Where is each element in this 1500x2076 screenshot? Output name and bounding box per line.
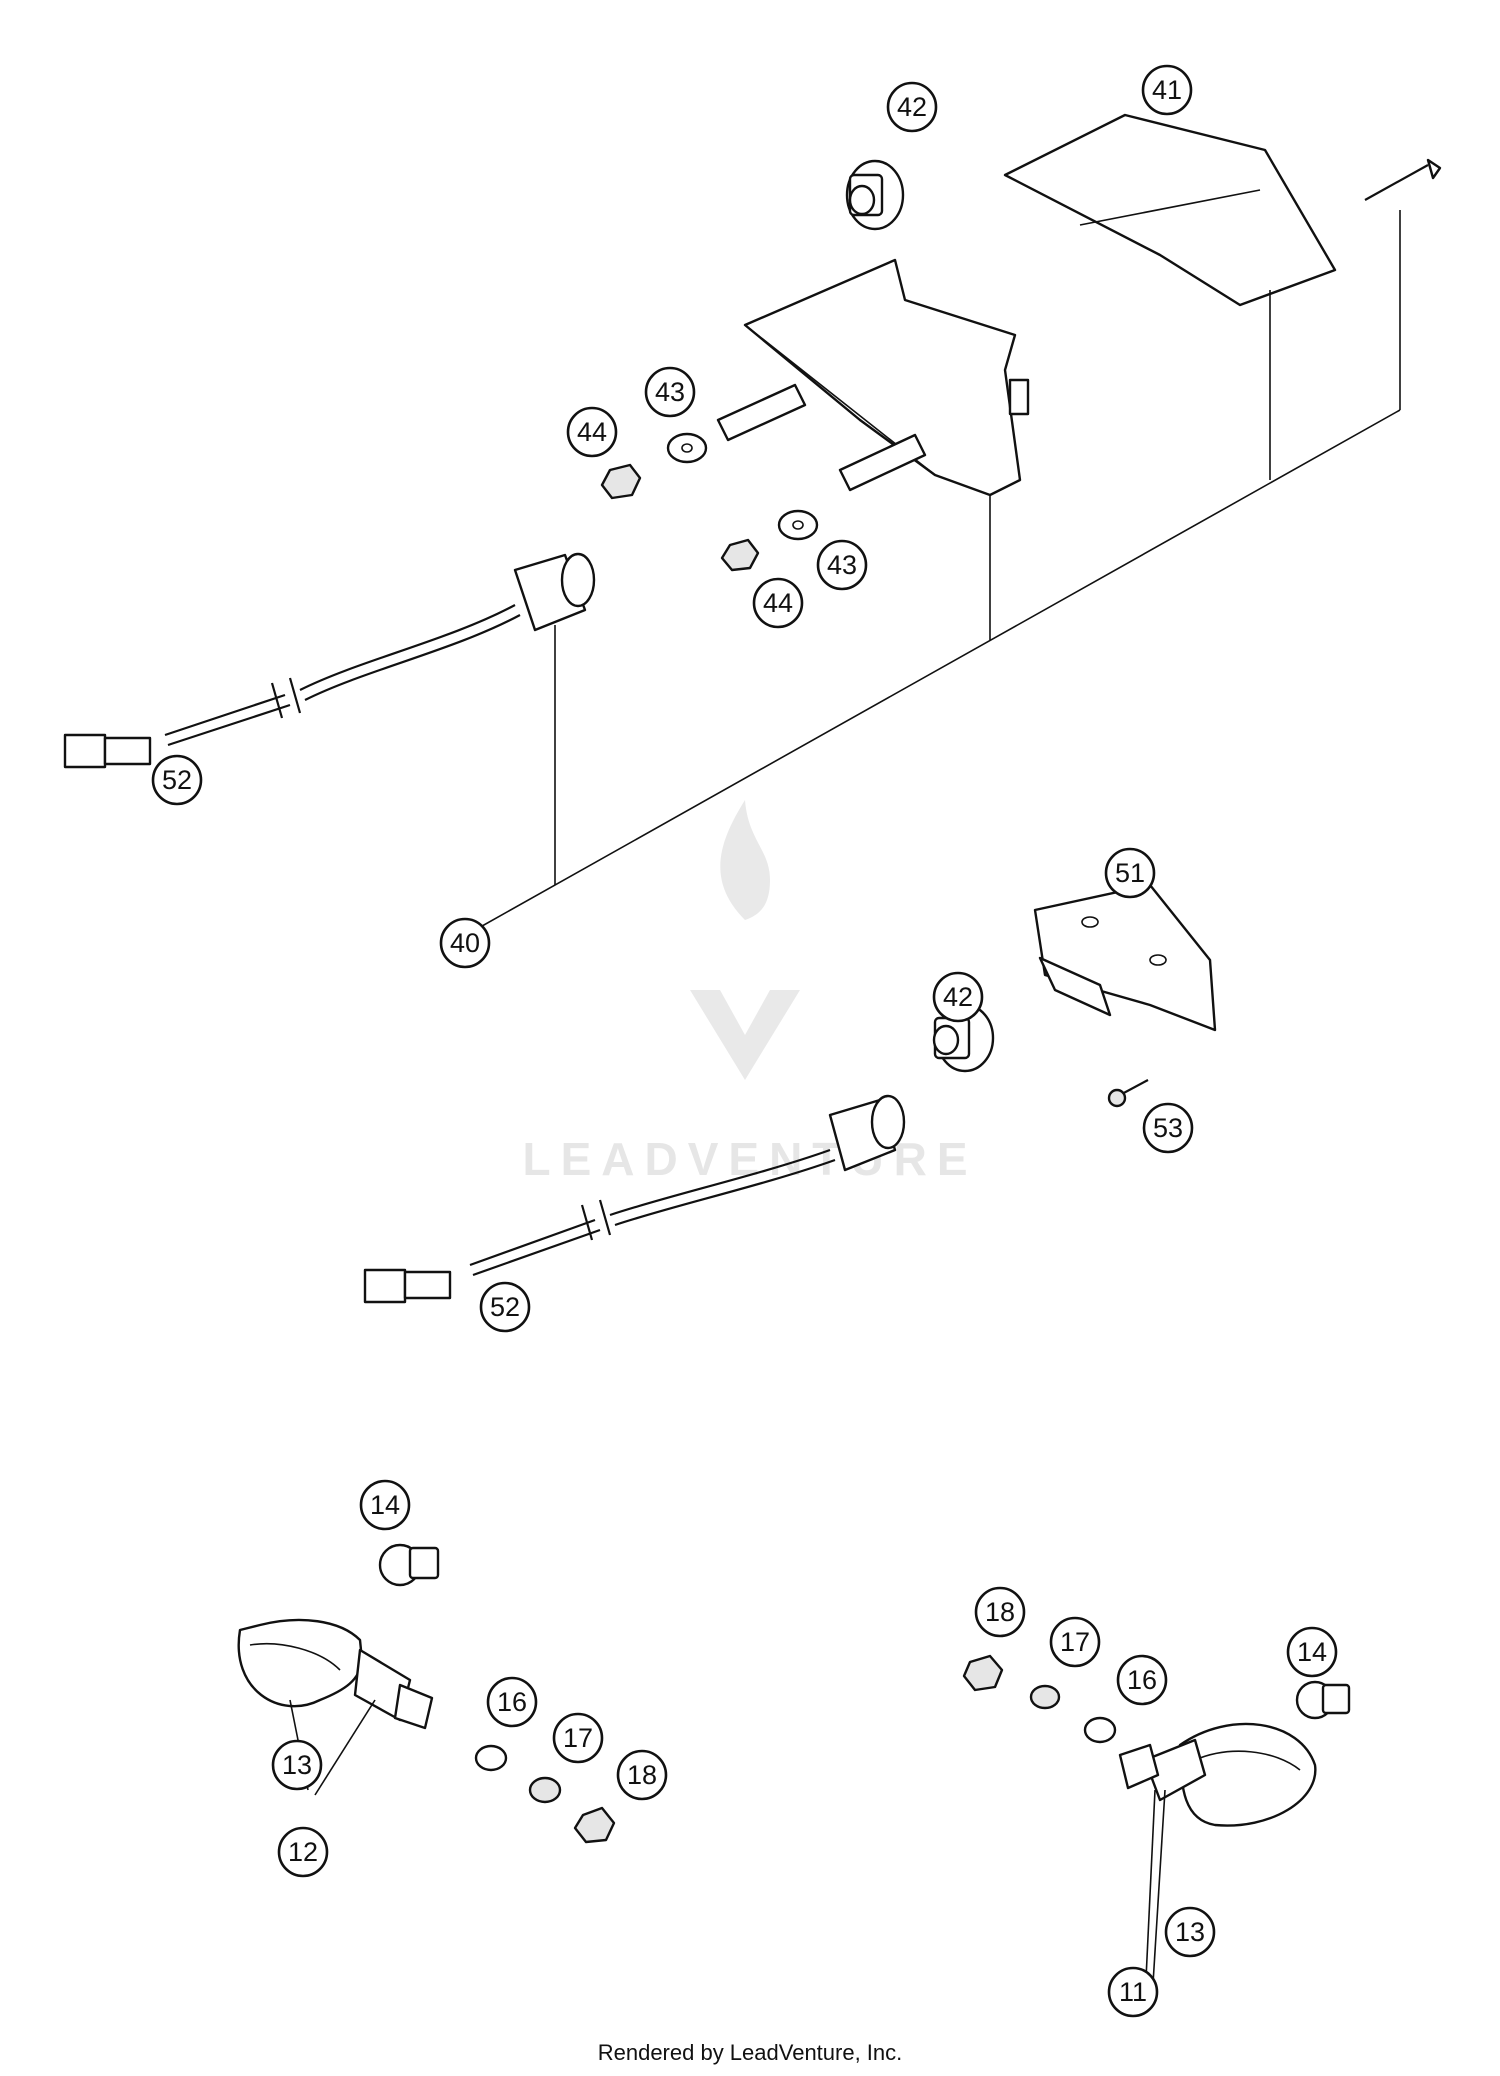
svg-text:51: 51 xyxy=(1115,858,1145,888)
callout-52-upper: 52 xyxy=(151,754,203,806)
svg-text:52: 52 xyxy=(490,1292,520,1322)
callout-41: 41 xyxy=(1141,64,1193,116)
callout-42-lower: 42 xyxy=(932,971,984,1023)
watermark-text: LEADVENTURE xyxy=(522,1133,977,1185)
callout-13-right: 13 xyxy=(1164,1906,1216,1958)
svg-text:14: 14 xyxy=(1297,1637,1327,1667)
svg-text:13: 13 xyxy=(1175,1917,1205,1947)
screw-53 xyxy=(1107,1079,1149,1108)
bulb-upper xyxy=(845,159,905,231)
washer-lower xyxy=(777,509,819,541)
svg-text:18: 18 xyxy=(627,1760,657,1790)
svg-text:16: 16 xyxy=(497,1687,527,1717)
nut-left xyxy=(573,1806,616,1844)
callout-12: 12 xyxy=(277,1826,329,1878)
nut-upper xyxy=(600,463,642,500)
callout-40: 40 xyxy=(439,917,491,969)
mounting-studs xyxy=(716,383,927,492)
callout-53: 53 xyxy=(1142,1102,1194,1154)
lockwasher-left xyxy=(528,1776,562,1804)
callout-17-right: 17 xyxy=(1049,1616,1101,1668)
svg-text:41: 41 xyxy=(1152,75,1182,105)
licence-light-housing xyxy=(1033,883,1217,1032)
svg-text:44: 44 xyxy=(763,588,793,618)
washer-left xyxy=(474,1744,508,1772)
washer-upper xyxy=(666,432,708,464)
callout-11: 11 xyxy=(1107,1966,1159,2018)
svg-text:17: 17 xyxy=(563,1723,593,1753)
callout-14-right: 14 xyxy=(1286,1626,1338,1678)
indicator-left xyxy=(237,1618,434,1796)
callout-14-left: 14 xyxy=(359,1479,411,1531)
callout-43-lower: 43 xyxy=(816,539,868,591)
lockwasher-right xyxy=(1029,1684,1061,1710)
tail-light-cover xyxy=(1003,113,1337,480)
svg-text:44: 44 xyxy=(577,417,607,447)
callout-43-upper: 43 xyxy=(644,366,696,418)
svg-text:18: 18 xyxy=(985,1597,1015,1627)
svg-text:16: 16 xyxy=(1127,1665,1157,1695)
svg-text:42: 42 xyxy=(897,92,927,122)
callout-18-right: 18 xyxy=(974,1586,1026,1638)
washer-right xyxy=(1083,1716,1117,1744)
harness-lower xyxy=(363,1094,906,1304)
svg-text:14: 14 xyxy=(370,1490,400,1520)
callout-17-left: 17 xyxy=(552,1712,604,1764)
screw xyxy=(1364,158,1442,410)
callout-16-right: 16 xyxy=(1116,1654,1168,1706)
bulb-right xyxy=(1295,1680,1351,1720)
harness-upper xyxy=(63,552,596,885)
callout-18-left: 18 xyxy=(616,1749,668,1801)
bulb-lower xyxy=(932,1003,995,1073)
callout-42-upper: 42 xyxy=(886,81,938,133)
svg-text:42: 42 xyxy=(943,982,973,1012)
indicator-right xyxy=(1118,1722,1317,2001)
svg-text:43: 43 xyxy=(655,377,685,407)
svg-text:53: 53 xyxy=(1153,1113,1183,1143)
callout-44-upper: 44 xyxy=(566,406,618,458)
svg-text:17: 17 xyxy=(1060,1627,1090,1657)
callout-51: 51 xyxy=(1104,847,1156,899)
watermark-logo: LEADVENTURE xyxy=(522,800,977,1185)
callout-16-left: 16 xyxy=(486,1676,538,1728)
callout-13-left: 13 xyxy=(271,1739,323,1791)
bulb-left xyxy=(378,1543,440,1587)
footer-credit: Rendered by LeadVenture, Inc. xyxy=(597,2040,903,2065)
svg-text:11: 11 xyxy=(1119,1977,1147,2007)
svg-text:52: 52 xyxy=(162,765,192,795)
nut-right xyxy=(962,1654,1004,1692)
nut-lower xyxy=(720,538,760,572)
leader-40 xyxy=(474,409,1401,931)
callout-52-lower: 52 xyxy=(479,1281,531,1333)
svg-text:12: 12 xyxy=(288,1837,318,1867)
svg-text:13: 13 xyxy=(282,1750,312,1780)
svg-text:40: 40 xyxy=(450,928,480,958)
callout-44-lower: 44 xyxy=(752,577,804,629)
svg-text:43: 43 xyxy=(827,550,857,580)
